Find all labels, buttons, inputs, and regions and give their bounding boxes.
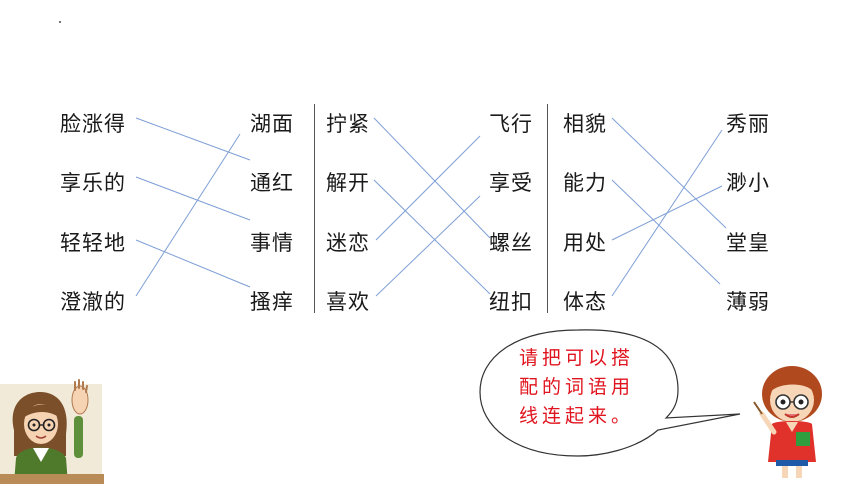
bubble-line-2: 配的词语用	[519, 376, 635, 398]
word-s2-right-4[interactable]: 纽扣	[489, 290, 533, 314]
decorative-dot	[59, 21, 61, 23]
teacher-pointer-illustration	[753, 366, 822, 478]
word-s1-right-3[interactable]: 事情	[250, 231, 294, 255]
bubble-line-1: 请把可以搭	[519, 347, 635, 369]
word-s3-left-3[interactable]: 用处	[563, 231, 607, 255]
line-qingqingdi-saoyang	[135, 239, 251, 288]
divider-1	[314, 104, 315, 313]
word-s3-left-1[interactable]: 相貌	[563, 112, 607, 136]
word-s1-right-2[interactable]: 通红	[250, 171, 294, 195]
line-ningjin-luosi	[373, 117, 491, 239]
word-s2-right-2[interactable]: 享受	[489, 171, 533, 195]
word-s3-left-4[interactable]: 体态	[563, 290, 607, 314]
word-s2-right-1[interactable]: 飞行	[489, 112, 533, 136]
word-s3-right-4[interactable]: 薄弱	[726, 290, 770, 314]
line-xihuan-xiangshou	[375, 195, 481, 297]
word-s1-left-4[interactable]: 澄澈的	[60, 290, 126, 314]
word-s2-left-3[interactable]: 迷恋	[326, 231, 370, 255]
line-chengchede-humian	[135, 133, 241, 297]
line-xiangmao-tanghuang	[611, 117, 727, 229]
word-s1-left-2[interactable]: 享乐的	[60, 171, 126, 195]
line-titai-xiuli	[611, 129, 723, 297]
word-s3-right-1[interactable]: 秀丽	[726, 112, 770, 136]
line-jiekai-niukou	[373, 179, 491, 295]
line-nengli-boruo	[611, 179, 721, 285]
word-s1-left-3[interactable]: 轻轻地	[60, 231, 126, 255]
line-lianzhangde-tonghong	[135, 117, 251, 161]
speech-bubble	[479, 329, 741, 457]
line-milian-feixing	[375, 135, 481, 241]
bubble-instruction: 请把可以搭 配的词语用 线连起来。	[519, 344, 634, 431]
word-s1-left-1[interactable]: 脸涨得	[60, 112, 126, 136]
bubble-line-3: 线连起来。	[519, 405, 635, 427]
word-s3-left-2[interactable]: 能力	[563, 171, 607, 195]
word-s1-right-4[interactable]: 搔痒	[250, 290, 294, 314]
line-xianglede-shiqing	[135, 176, 251, 221]
teacher-waving-illustration	[0, 379, 104, 484]
word-s2-right-3[interactable]: 螺丝	[489, 231, 533, 255]
word-s3-right-3[interactable]: 堂皇	[726, 231, 770, 255]
word-s2-left-1[interactable]: 拧紧	[326, 112, 370, 136]
word-s2-left-2[interactable]: 解开	[326, 171, 370, 195]
word-s3-right-2[interactable]: 渺小	[726, 171, 770, 195]
word-s1-right-1[interactable]: 湖面	[250, 112, 294, 136]
divider-2	[547, 104, 548, 313]
word-s2-left-4[interactable]: 喜欢	[326, 290, 370, 314]
